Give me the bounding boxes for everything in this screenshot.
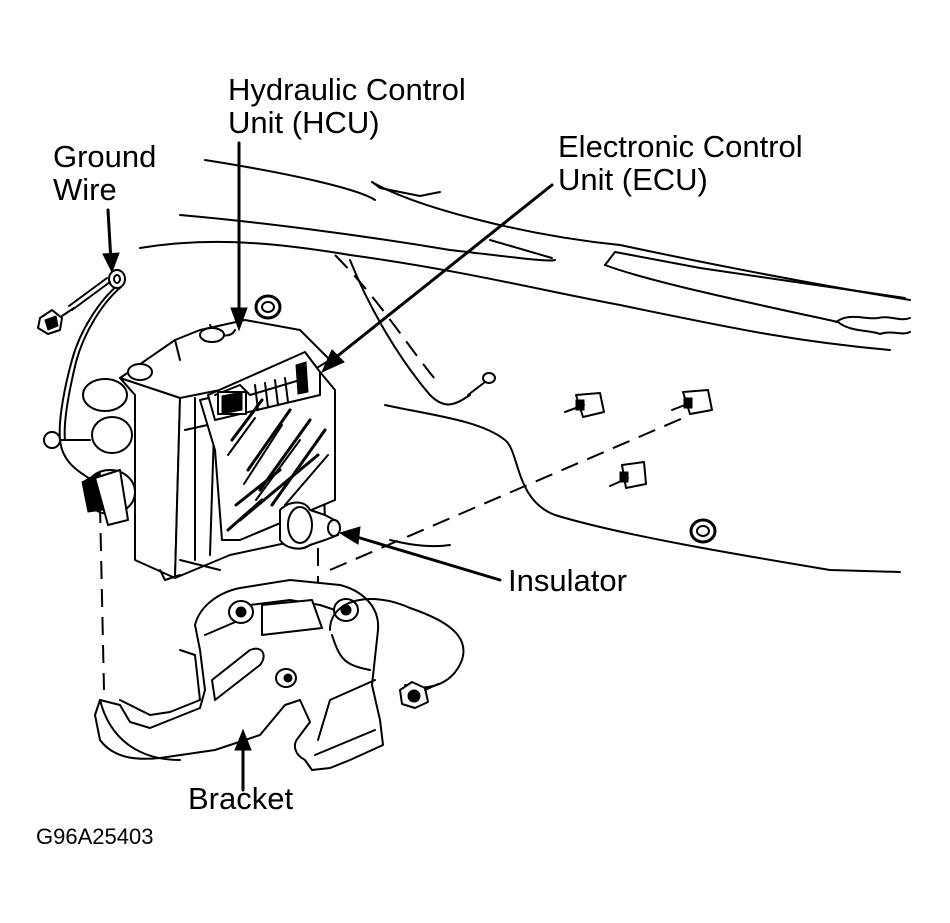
ground-wire xyxy=(58,269,126,481)
fender-apron xyxy=(139,159,911,573)
ecu-label-line2: Unit (ECU) xyxy=(558,162,708,197)
figure-code: G96A25403 xyxy=(36,824,154,849)
insulator xyxy=(279,501,341,550)
ground-wire-label-line2: Wire xyxy=(53,172,117,207)
speed-nuts xyxy=(564,389,713,489)
insulator-label: Insulator xyxy=(508,563,627,598)
panel-grommets xyxy=(254,294,717,544)
hcu-label-line2: Unit (HCU) xyxy=(228,105,380,140)
ground-screw xyxy=(37,307,75,335)
mounting-bracket xyxy=(94,579,384,771)
ground-wire-label-line1: Ground xyxy=(53,139,157,174)
callout-arrows xyxy=(102,141,554,792)
bracket-bolt xyxy=(329,598,465,709)
ecu-label-line1: Electronic Control xyxy=(558,129,803,164)
bracket-label: Bracket xyxy=(188,781,294,816)
hcu-label-line1: Hydraulic Control xyxy=(228,72,466,107)
